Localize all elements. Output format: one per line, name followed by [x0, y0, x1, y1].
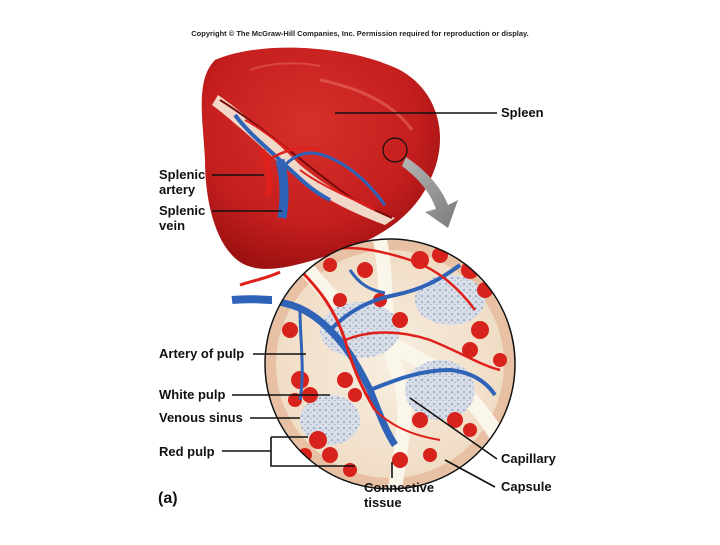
- label-venous-sinus: Venous sinus: [159, 410, 243, 425]
- label-artery-of-pulp: Artery of pulp: [159, 346, 245, 361]
- label-connective-tissue-line2: tissue: [364, 495, 402, 510]
- label-connective-tissue-line1: Connective: [364, 480, 435, 495]
- label-splenic-vein-line1: Splenic: [159, 203, 206, 218]
- splenic-vessels: [233, 113, 387, 219]
- magnify-marker: [382, 137, 408, 163]
- label-red-pulp: Red pulp: [159, 444, 215, 459]
- label-capillary: Capillary: [501, 451, 556, 466]
- label-splenic-vein-line2: vein: [159, 218, 186, 233]
- magnified-section: [231, 238, 516, 490]
- label-splenic-artery-line1: Splenic: [159, 167, 206, 182]
- figure-letter: (a): [158, 490, 178, 507]
- copyright-notice: Copyright © The McGraw-Hill Companies, I…: [191, 29, 529, 38]
- label-splenic-artery-line2: artery: [159, 182, 196, 197]
- leader-lines: [212, 112, 498, 488]
- magnify-arrow: [402, 157, 458, 228]
- label-spleen: Spleen: [501, 105, 544, 120]
- label-white-pulp: White pulp: [159, 387, 226, 402]
- label-capsule: Capsule: [501, 479, 552, 494]
